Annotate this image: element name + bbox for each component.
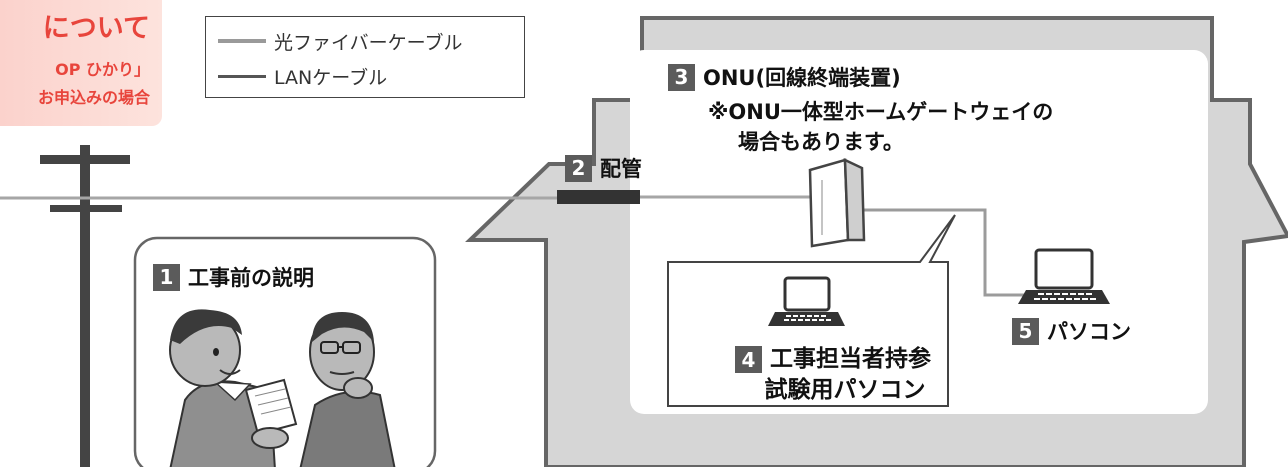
step-label-onu: ONU(回線終端装置) [703, 66, 901, 90]
onu-note-line1: ※ONU一体型ホームゲートウェイの [708, 100, 1054, 124]
legend-item-lan: LANケーブル [218, 64, 388, 89]
conduit-pipe [557, 190, 640, 204]
step-label-tester-line2: 試験用パソコン [764, 377, 926, 403]
step-number-3: 3 [668, 63, 695, 91]
step-number-5: 5 [1012, 317, 1039, 345]
step-label-explanation: 工事前の説明 [188, 266, 314, 290]
lan-cable [860, 208, 1030, 297]
onu-note-line2: 場合もあります。 [738, 130, 904, 154]
step-onu: 3 ONU(回線終端装置) [668, 62, 901, 92]
step-tester-pc: 4 工事担当者持参 試験用パソコン [718, 344, 948, 406]
step-pc: 5 パソコン [1012, 316, 1131, 346]
tester-laptop-icon [768, 276, 845, 326]
banner-title: について [42, 13, 150, 44]
step-number-1: 1 [153, 263, 180, 291]
technician-figure [169, 309, 298, 467]
lan-swatch [218, 74, 266, 78]
step-conduit: 2 配管 [565, 153, 642, 183]
step-explanation: 1 工事前の説明 [153, 262, 314, 292]
onu-device [808, 157, 866, 248]
banner-application-note: お申込みの場合 [37, 88, 150, 107]
customer-laptop-icon [1018, 248, 1110, 304]
step-number-4: 4 [735, 346, 762, 373]
step-label-tester-line1: 工事担当者持参 [770, 346, 931, 372]
legend-label-lan: LANケーブル [274, 66, 388, 89]
legend-item-fiber: 光ファイバーケーブル [218, 29, 463, 54]
banner-service-name: OP ひかり」 [55, 60, 150, 79]
utility-pole [40, 145, 130, 467]
step-number-2: 2 [565, 154, 592, 182]
service-banner: について OP ひかり」 お申込みの場合 [0, 0, 162, 126]
step-label-pc: パソコン [1047, 320, 1131, 344]
fiber-swatch [218, 39, 266, 43]
customer-figure [299, 312, 396, 467]
legend-label-fiber: 光ファイバーケーブル [274, 31, 463, 54]
step-label-conduit: 配管 [600, 157, 642, 181]
cable-legend: 光ファイバーケーブル LANケーブル [205, 16, 525, 98]
